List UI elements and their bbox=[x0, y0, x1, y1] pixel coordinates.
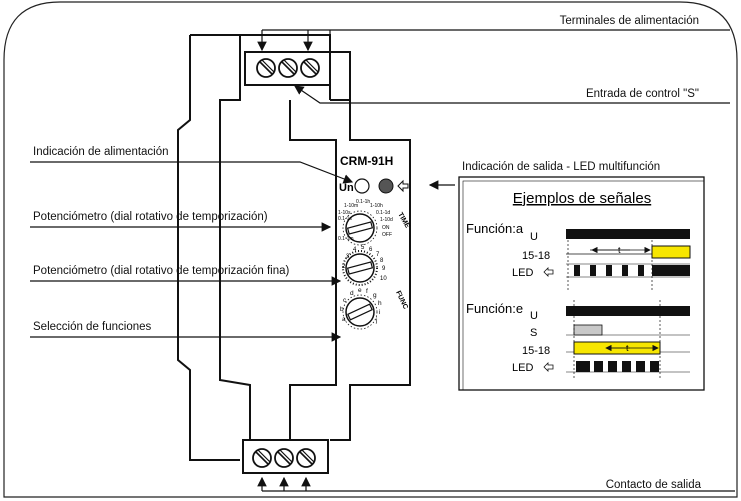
svg-text:3: 3 bbox=[346, 254, 350, 260]
svg-text:a: a bbox=[342, 316, 346, 323]
svg-text:S: S bbox=[530, 327, 537, 339]
label-power-indication: Indicación de alimentación bbox=[33, 146, 169, 158]
svg-text:5: 5 bbox=[361, 245, 365, 251]
top-terminal-block bbox=[244, 51, 331, 86]
svg-text:U: U bbox=[530, 231, 538, 243]
led-arrow-icon bbox=[543, 267, 554, 277]
label-func-select: Selección de funciones bbox=[33, 321, 152, 333]
svg-text:0.1-1s: 0.1-1s bbox=[338, 216, 352, 222]
svg-text:t: t bbox=[626, 343, 629, 353]
output-led bbox=[378, 178, 394, 194]
time-label: TIME bbox=[396, 212, 411, 230]
svg-text:4: 4 bbox=[353, 247, 357, 253]
bottom-terminal-block bbox=[242, 439, 329, 474]
screw-icon bbox=[278, 58, 298, 78]
svg-text:15-18: 15-18 bbox=[522, 250, 550, 262]
svg-text:0.1-1h: 0.1-1h bbox=[356, 199, 370, 205]
svg-text:1-10d: 1-10d bbox=[380, 217, 393, 223]
led-arrow-icon bbox=[543, 362, 554, 372]
svg-text:0.1-1d: 0.1-1d bbox=[376, 210, 390, 216]
un-label: Un bbox=[339, 182, 354, 194]
svg-text:e: e bbox=[358, 287, 362, 294]
svg-text:9: 9 bbox=[382, 266, 386, 272]
svg-text:10: 10 bbox=[380, 276, 387, 282]
svg-text:6: 6 bbox=[369, 247, 373, 253]
svg-text:g: g bbox=[373, 292, 377, 299]
svg-text:15-18: 15-18 bbox=[522, 345, 550, 357]
model-label: CRM-91H bbox=[340, 154, 393, 168]
svg-text:b: b bbox=[340, 306, 344, 313]
svg-text:1-10s: 1-10s bbox=[338, 210, 351, 216]
function-dial[interactable] bbox=[342, 294, 378, 330]
svg-text:LED: LED bbox=[512, 267, 533, 279]
svg-text:c: c bbox=[343, 297, 347, 304]
svg-text:h: h bbox=[378, 300, 382, 307]
func-letters: a b c d e f g h i j bbox=[340, 287, 382, 324]
label-pot-time: Potenciómetro (dial rotativo de temporiz… bbox=[33, 211, 268, 223]
screw-icon bbox=[252, 448, 272, 468]
fine-scale: 2 3 4 5 6 7 8 9 10 bbox=[342, 245, 387, 282]
svg-text:t: t bbox=[618, 245, 621, 255]
power-led bbox=[354, 178, 370, 194]
label-output-led: Indicación de salida - LED multifunción bbox=[462, 161, 661, 173]
svg-text:1-10h: 1-10h bbox=[370, 203, 383, 209]
svg-text:i: i bbox=[379, 309, 380, 316]
time-range-dial[interactable] bbox=[342, 210, 378, 246]
svg-text:j: j bbox=[375, 317, 377, 324]
svg-text:d: d bbox=[350, 290, 354, 297]
screw-icon bbox=[300, 58, 320, 78]
leader-lines bbox=[30, 29, 735, 492]
svg-text:f: f bbox=[366, 288, 368, 295]
examples-title: Ejemplos de señales bbox=[513, 190, 651, 207]
screw-icon bbox=[274, 448, 294, 468]
label-pot-fine: Potenciómetro (dial rotativo de temporiz… bbox=[33, 265, 290, 277]
svg-text:2: 2 bbox=[342, 264, 346, 270]
label-supply-terminals: Terminales de alimentación bbox=[559, 15, 699, 27]
svg-text:U: U bbox=[530, 310, 538, 322]
function-a-title: Función:a bbox=[466, 221, 524, 236]
svg-text:8: 8 bbox=[380, 258, 384, 264]
func-label: FUNC bbox=[394, 290, 409, 311]
svg-text:7: 7 bbox=[376, 252, 380, 258]
function-e-title: Función:e bbox=[466, 301, 523, 316]
fine-time-dial[interactable] bbox=[342, 250, 378, 286]
label-output-contact: Contacto de salida bbox=[605, 479, 701, 491]
screw-icon bbox=[296, 448, 316, 468]
svg-text:0.1-1m: 0.1-1m bbox=[338, 236, 354, 242]
time-range-scale: 1-10m 0.1-1h 1-10h 0.1-1d 1-10d ON OFF 0… bbox=[338, 199, 393, 242]
label-control-input: Entrada de control "S" bbox=[585, 88, 699, 100]
svg-text:OFF: OFF bbox=[382, 232, 392, 238]
signal-examples-panel: Ejemplos de señales Función:a U 15-18 LE… bbox=[458, 176, 705, 391]
screw-icon bbox=[256, 58, 276, 78]
relay-housing bbox=[177, 34, 411, 461]
svg-text:LED: LED bbox=[512, 362, 533, 374]
svg-text:ON: ON bbox=[382, 225, 390, 231]
outer-frame bbox=[3, 1, 738, 498]
svg-text:1-10m: 1-10m bbox=[344, 203, 358, 209]
output-arrow-icon bbox=[397, 179, 409, 193]
